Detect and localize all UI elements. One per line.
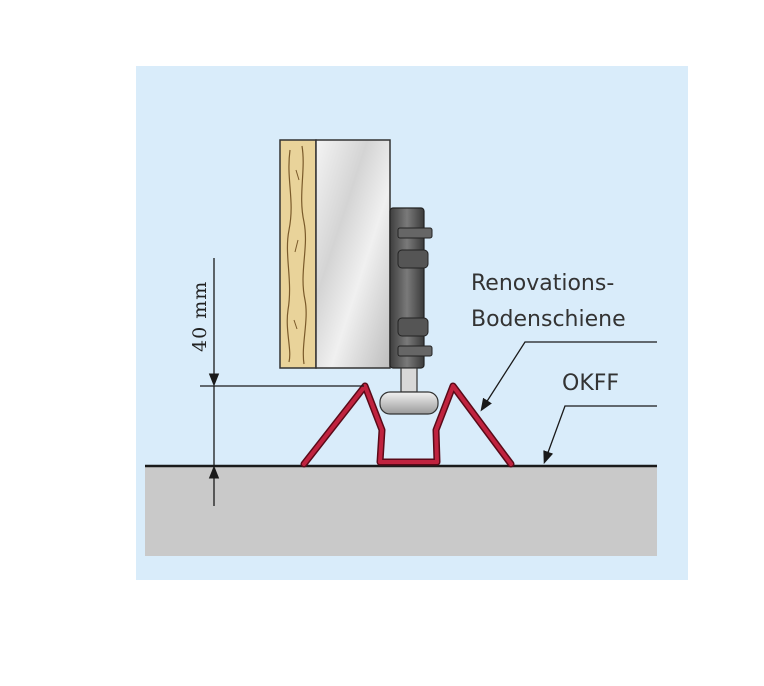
- floor-leader-line: [543, 405, 657, 465]
- door-edge-panel: [315, 139, 391, 369]
- floor-rail-highlight: [302, 384, 513, 466]
- rail-label-line2: Bodenschiene: [471, 307, 626, 332]
- dimension-label: 40 mm: [189, 281, 211, 352]
- floor-slab: [145, 466, 657, 556]
- rail-leader-line: [480, 341, 657, 412]
- floor-label: OKFF: [562, 371, 619, 396]
- guide-roller-icon: [379, 207, 439, 415]
- rail-label-line1: Renovations-: [471, 271, 614, 296]
- dimension-indicator: [200, 258, 364, 506]
- wood-grain-icon: [279, 139, 317, 369]
